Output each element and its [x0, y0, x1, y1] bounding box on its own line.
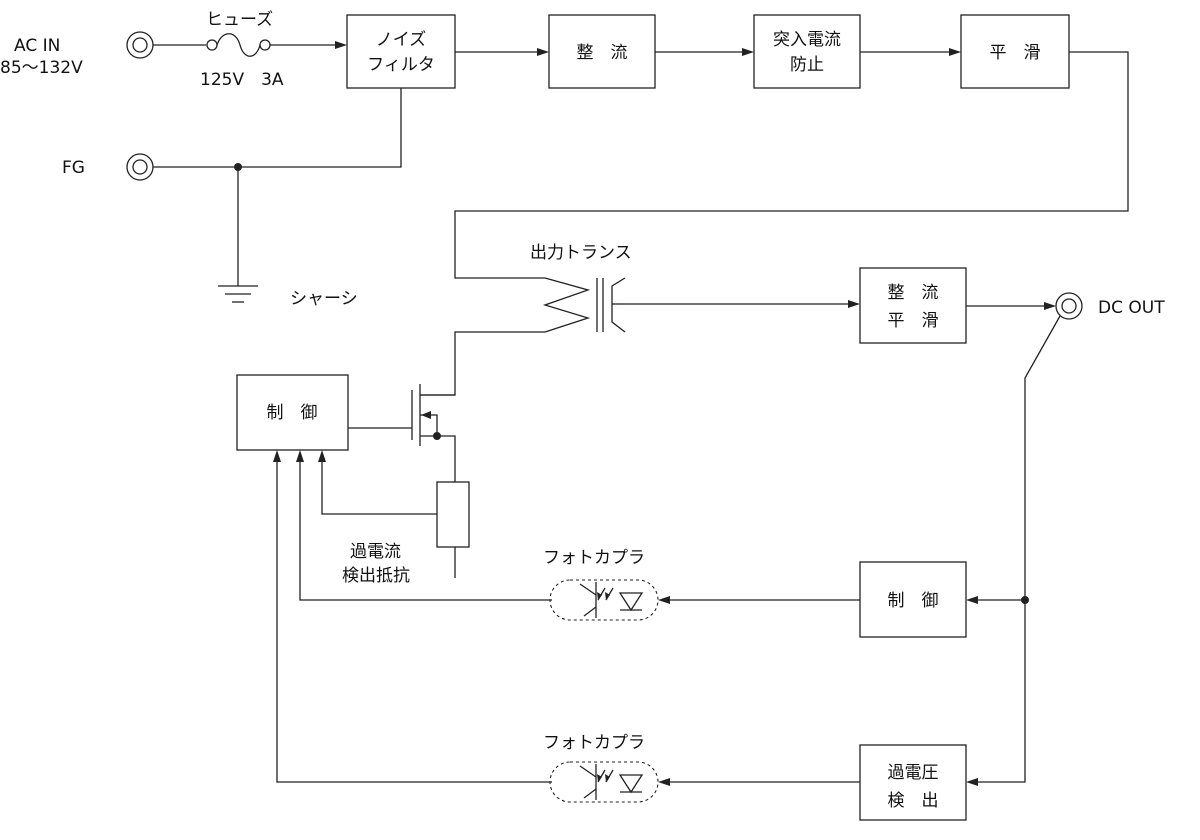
rectifier-block: [548, 14, 656, 89]
chassis-label: シャーシ: [290, 289, 358, 309]
noise-filter-block: [346, 14, 456, 89]
secondary-control-label: 制 御: [888, 591, 939, 611]
noise-filter-line1: ノイズ: [376, 30, 427, 50]
photocoupler-1-label: フォトカプラ: [543, 548, 645, 568]
fg-label: FG: [62, 158, 85, 178]
dc-out-terminal: [1055, 292, 1083, 320]
fuse-rating: 125V 3A: [200, 70, 284, 90]
ovp-line2: 検 出: [888, 791, 939, 811]
photocoupler-2-label: フォトカプラ: [543, 733, 645, 753]
secondary-rect-line1: 整 流: [888, 283, 939, 303]
inrush-line2: 防止: [790, 55, 824, 75]
current-sense-resistor: [436, 481, 470, 548]
ground-icon: [218, 285, 258, 303]
ovp-line1: 過電圧: [888, 763, 939, 783]
dc-out-label: DC OUT: [1098, 298, 1165, 318]
fuse-label: ヒューズ: [206, 10, 273, 30]
secondary-rect-line2: 平 滑: [888, 311, 939, 331]
inrush-limit-block: [753, 14, 861, 89]
fg-terminal: [126, 153, 154, 181]
smoothing-label: 平 滑: [990, 43, 1041, 63]
transformer-label: 出力トランス: [530, 243, 632, 263]
rectifier-label: 整 流: [577, 43, 628, 63]
noise-filter-line2: フィルタ: [367, 55, 435, 75]
photocoupler-1-symbol: [549, 579, 659, 621]
ac-in-voltage: 85～132V: [0, 58, 83, 78]
current-sense-line2: 検出抵抗: [342, 566, 410, 586]
ovp-detect-block: [859, 744, 967, 821]
ac-in-terminal: [126, 31, 154, 59]
smoothing-block: [960, 14, 1070, 89]
mosfet-symbol: [411, 384, 455, 446]
inrush-line1: 突入電流: [773, 30, 841, 50]
primary-control-label: 制 御: [267, 403, 318, 423]
transformer-symbol: [542, 277, 626, 333]
ac-in-label: AC IN: [14, 36, 60, 56]
photocoupler-2-symbol: [549, 761, 659, 803]
primary-control-block: [236, 374, 349, 451]
secondary-rectifier-block: [859, 267, 967, 344]
fuse-symbol: [206, 33, 271, 57]
current-sense-line1: 過電流: [350, 542, 401, 562]
secondary-control-block: [859, 561, 967, 638]
